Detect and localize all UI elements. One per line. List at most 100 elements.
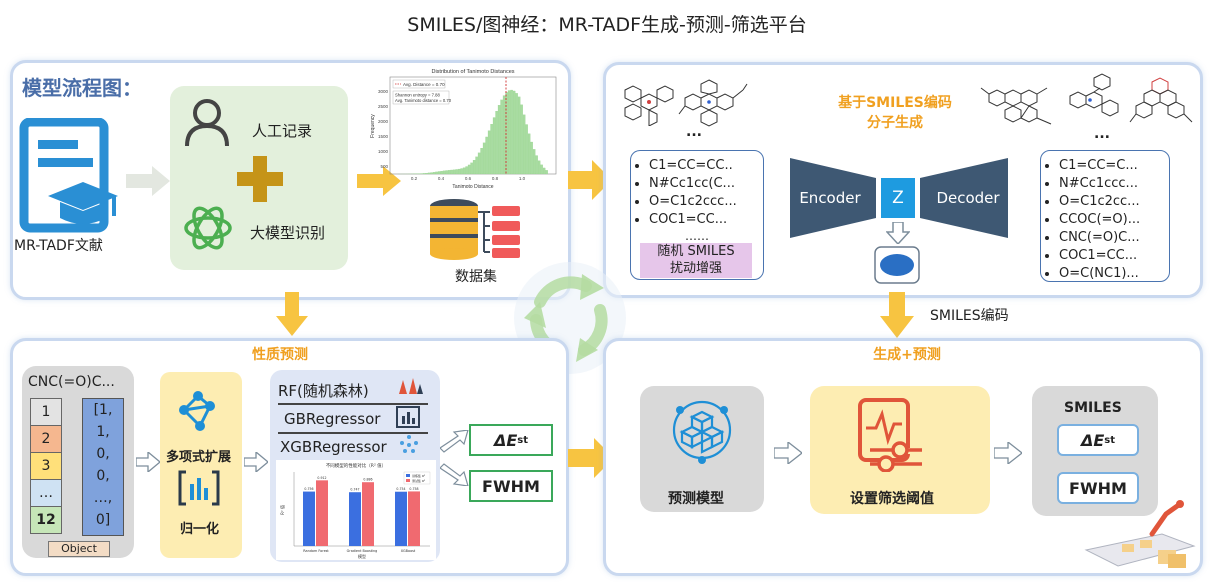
database-icon <box>430 199 520 260</box>
hist-bar <box>510 89 513 175</box>
token-cell-1: 1 <box>30 398 62 426</box>
orange-arrow-right-top <box>568 160 612 200</box>
augment-line-1: 随机 SMILES <box>657 244 735 259</box>
hist-bar <box>452 169 456 175</box>
bar-value-label: 0.754 <box>396 487 405 491</box>
token-cells: 1 2 3 … 12 <box>30 398 62 538</box>
bar-legend-swatch <box>406 479 410 482</box>
hist-bar <box>477 152 481 175</box>
augment-label: 随机 SMILES 扰动增强 <box>640 243 752 278</box>
hist-bar <box>502 95 506 175</box>
hist-ytick: 500 <box>380 164 388 169</box>
token-cell-3: 3 <box>30 452 62 480</box>
hist-xtick: 0.8 <box>492 176 499 181</box>
hist-bar <box>520 104 523 175</box>
property-section-label: 性质预测 <box>252 347 308 363</box>
bl-output-fwhm: FWHM <box>469 470 553 502</box>
hist-ytick: 1000 <box>378 149 389 154</box>
hist-bar <box>472 160 476 175</box>
output-smiles-item-3: O=C1c2cc... <box>1059 193 1169 211</box>
hist-bar <box>442 170 446 175</box>
bar-category-label: Gradient Boosting <box>347 549 378 553</box>
hist-xtick: 1.0 <box>519 176 526 181</box>
br-delta-sub: st <box>1104 434 1116 446</box>
vector-box: [1,1,0,0,…,0] <box>82 398 124 536</box>
model-xgb: XGBRegressor <box>280 438 387 456</box>
hist-bar <box>470 162 473 175</box>
hist-bar <box>445 170 448 175</box>
molecule-sketch-1 <box>624 85 674 126</box>
dots-left: ... <box>686 124 702 140</box>
gen-label-line-1: 基于SMILES编码 <box>838 95 952 111</box>
bar-category-label: Random Forest <box>303 549 329 553</box>
br-output-fwhm: FWHM <box>1057 472 1139 504</box>
hist-bar <box>460 168 463 175</box>
small-arrow-4 <box>994 442 1022 464</box>
augment-line-2: 扰动增强 <box>669 261 722 276</box>
hist-bar <box>492 117 496 175</box>
hist-bar <box>532 149 536 175</box>
settings-monitor-icon <box>858 398 926 472</box>
hist-bar <box>515 93 518 175</box>
encoder-label: Encoder <box>799 189 861 207</box>
gen-predict-label: 生成+预测 <box>873 347 941 363</box>
hist-bar <box>485 136 488 175</box>
hist-info-1: Shannon entropy = 7.88 <box>395 93 440 98</box>
hist-bar <box>457 168 461 175</box>
hist-bar <box>507 90 511 175</box>
hist-ytick: 1500 <box>378 134 389 139</box>
bar-value-label: 0.886 <box>363 478 372 482</box>
bar-legend-box <box>403 471 431 485</box>
bar-legend-swatch <box>406 474 410 477</box>
bar-chart-ylabel: R² 值 <box>279 505 285 515</box>
xgb-dots-icon <box>400 435 418 453</box>
latent-z: Z <box>881 178 915 218</box>
bar-0-1 <box>316 480 328 546</box>
dots-right: ... <box>1094 126 1110 142</box>
bar-value-label: 0.756 <box>304 487 313 491</box>
molecule-sketch-5 <box>1129 77 1193 123</box>
threshold-label: 设置筛选阈值 <box>850 491 934 507</box>
molecule-sketch-4 <box>1069 73 1119 117</box>
plus-icon <box>237 156 283 202</box>
orange-arrow-down-right <box>880 292 914 338</box>
output-smiles-item-7: O=C(NC1)... <box>1059 265 1169 283</box>
output-smiles-box: C1=CC=C...N#Cc1ccc...O=C1c2cc...CCOC(=O)… <box>1040 150 1170 282</box>
token-cell-4: … <box>30 479 62 507</box>
cubes-network-icon <box>672 400 732 464</box>
hist-bar <box>535 155 538 175</box>
bar-0-0 <box>303 491 315 546</box>
br-delta-main: ΔE <box>1080 430 1105 450</box>
small-arrow-down-right <box>440 463 469 486</box>
model-divider-1 <box>278 403 428 405</box>
fire-tree-icon <box>399 378 423 394</box>
small-down-arrow <box>886 222 910 244</box>
predict-model-label: 预测模型 <box>668 491 724 507</box>
tanimoto-histogram: Distribution of Tanimoto Distances Avg. … <box>370 69 557 190</box>
model-divider-2 <box>278 432 428 434</box>
small-arrow-3 <box>774 442 802 464</box>
hist-bar <box>512 90 516 175</box>
model-gbr: GBRegressor <box>284 410 381 428</box>
hist-bar <box>482 142 486 175</box>
hist-bar <box>527 133 531 175</box>
hist-bar <box>430 172 433 175</box>
hist-bar <box>422 173 426 175</box>
bar-2-1 <box>408 491 420 546</box>
vector-entry-4: 0, <box>96 468 110 484</box>
decoder-label: Decoder <box>936 189 1000 207</box>
bar-value-label: 0.747 <box>350 488 359 492</box>
hist-bar <box>505 92 508 175</box>
bar-category-label: XGBoost <box>401 549 416 553</box>
bl-smiles-head: CNC(=O)C... <box>28 374 115 390</box>
token-cell-5: 12 <box>30 506 62 534</box>
hist-bar <box>435 171 438 175</box>
hist-ytick: 2500 <box>378 104 389 109</box>
hist-bar <box>440 171 443 175</box>
hist-ytick: 2000 <box>378 119 389 124</box>
hist-bar <box>480 148 483 175</box>
output-smiles-item-6: COC1=CC... <box>1059 247 1169 265</box>
manual-label: 人工记录 <box>252 122 313 140</box>
bar-value-label: 0.758 <box>409 487 418 491</box>
conveyor-robot-icon <box>1084 500 1196 568</box>
